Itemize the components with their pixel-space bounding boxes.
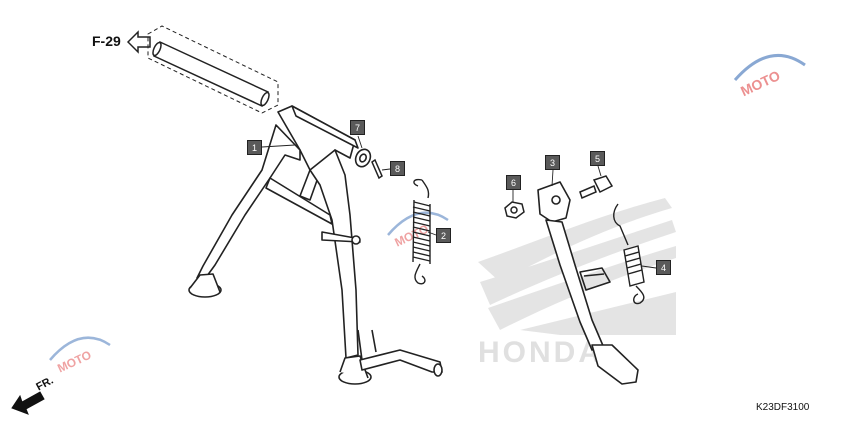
moto-watermark-top-right: MOTO	[733, 53, 806, 99]
direction-arrow-icon	[11, 391, 45, 415]
reference-label: F-29	[92, 33, 121, 49]
reference-arrow-icon	[126, 30, 151, 54]
main-stand	[188, 105, 443, 385]
callout-2: 2	[436, 228, 451, 243]
honda-text-watermark: HONDA	[478, 336, 603, 369]
callout-1: 1	[247, 140, 262, 155]
main-stand-spring	[412, 178, 431, 285]
callout-8: 8	[390, 161, 405, 176]
diagram-code: K23DF3100	[756, 402, 810, 413]
moto-watermark-left: MOTO	[49, 336, 111, 376]
pivot-shaft	[147, 25, 279, 114]
callout-7: 7	[350, 120, 365, 135]
svg-text:MOTO: MOTO	[55, 348, 93, 376]
side-stand-spring	[613, 203, 645, 305]
callout-3: 3	[545, 155, 560, 170]
callout-4: 4	[656, 260, 671, 275]
washer	[354, 148, 372, 168]
side-stand-nut	[504, 201, 525, 219]
cotter-pin	[371, 158, 383, 180]
callout-6: 6	[506, 175, 521, 190]
side-stand-bolt	[579, 175, 614, 200]
leader-lines	[261, 135, 657, 269]
side-stand	[537, 181, 639, 385]
callout-5: 5	[590, 151, 605, 166]
